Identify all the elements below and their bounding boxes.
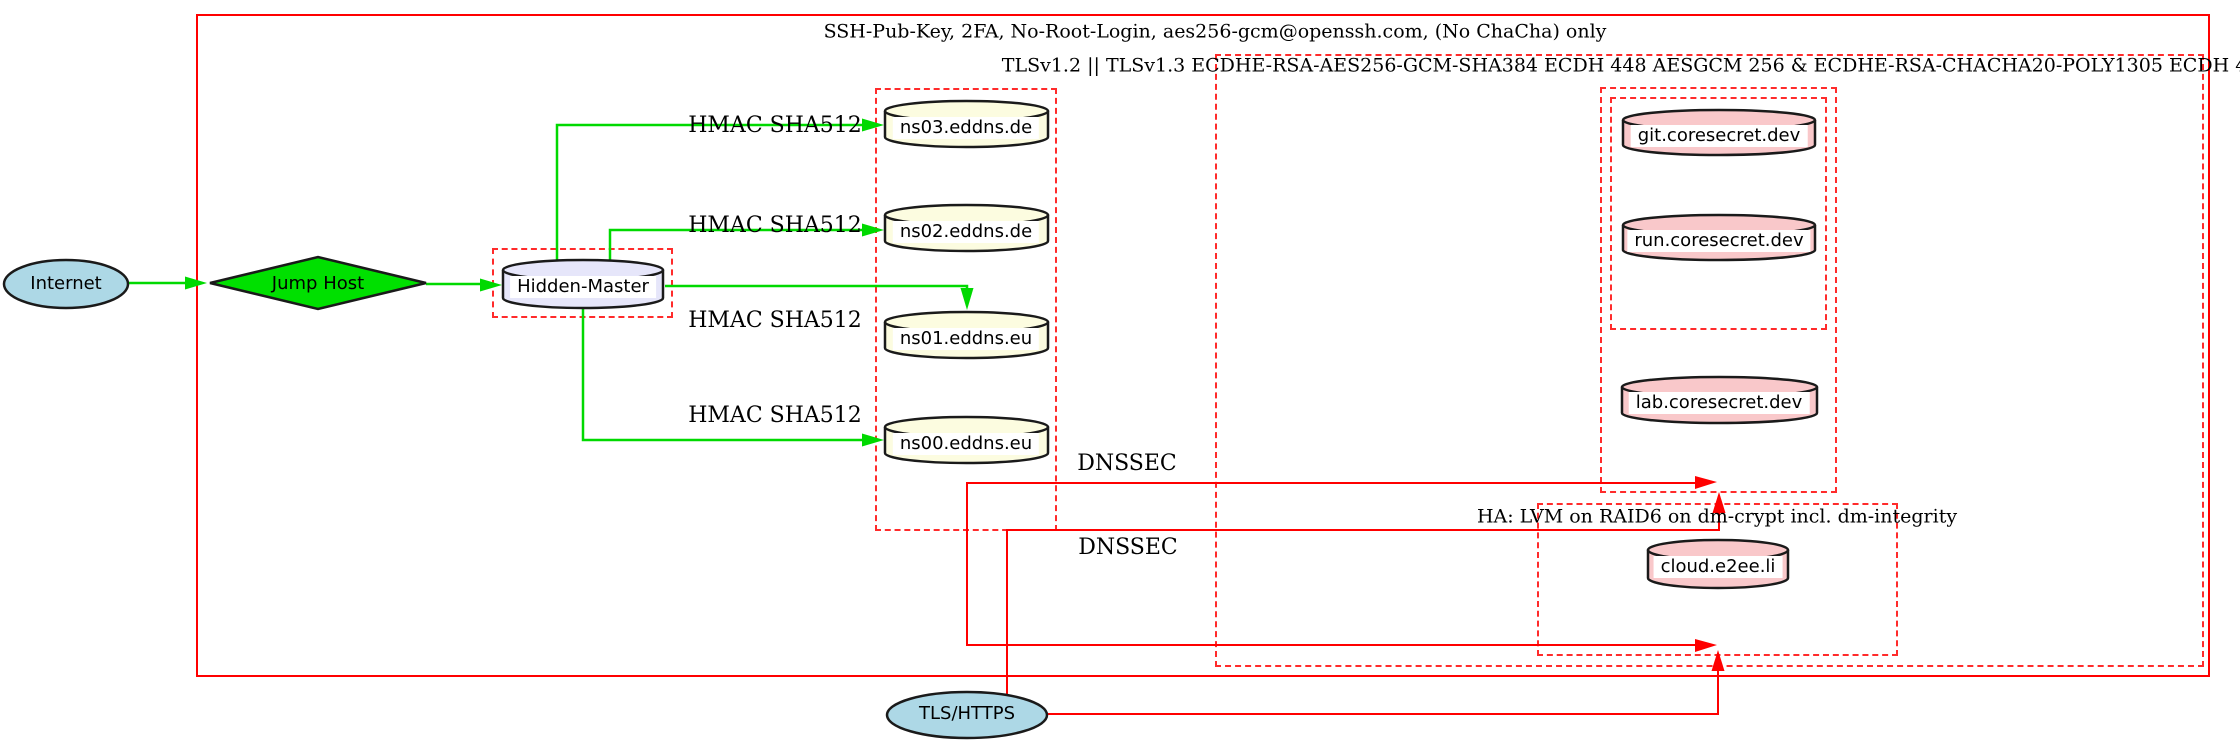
edge-hiddenmaster-ns00 [581,306,862,442]
edge-hiddenmaster-ns02 [608,228,862,262]
arrowhead-hiddenmaster [480,278,502,292]
cluster-tls-box [1215,54,2204,667]
edge-label-hmac-ns01: HMAC SHA512 [688,308,862,333]
node-ns00-label: ns00.eddns.eu [892,433,1040,455]
edge-tlshttps-cloud [1047,666,1719,715]
cluster-coresecret-box [1600,87,1837,493]
edge-label-hmac-ns00: HMAC SHA512 [688,403,862,428]
node-ns01-label: ns01.eddns.eu [892,328,1040,350]
node-lab-label: lab.coresecret.dev [1628,392,1810,414]
arrowhead-coresecret-up [1712,492,1726,513]
node-jumphost-diamond [209,255,427,311]
node-internet-ellipse [2,258,130,310]
edge-nameservers-dnssec [966,482,1697,646]
cluster-ssh-box [196,14,2210,677]
node-jumphost-label: Jump Host [271,273,365,294]
node-cloud-label: cloud.e2ee.li [1653,556,1783,578]
edge-label-hmac-ns03: HMAC SHA512 [688,113,862,138]
edge-label-dnssec-1: DNSSEC [1077,451,1177,476]
node-tlshttps-ellipse [885,690,1049,740]
arrowhead-cloud-up [1711,650,1725,671]
edge-hiddenmaster-ns03 [555,123,862,262]
edge-hiddenmaster-ns01 [665,284,969,288]
cluster-git-run-box [1610,97,1827,330]
cluster-ssh-label: SSH-Pub-Key, 2FA, No-Root-Login, aes256-… [823,20,1607,43]
node-hiddenmaster-label: Hidden-Master [510,276,656,298]
arrowhead-ns02 [862,223,884,237]
edge-label-dnssec-2: DNSSEC [1078,535,1178,560]
edge-tlshttps-coresecret [1006,511,1720,694]
arrowhead-ns03 [862,118,884,132]
node-run-label: run.coresecret.dev [1627,230,1811,252]
cluster-ha-label: HA: LVM on RAID6 on dm-crypt incl. dm-in… [1476,505,1958,528]
edge-label-hmac-ns02: HMAC SHA512 [688,213,862,238]
node-tlshttps-label: TLS/HTTPS [918,703,1016,724]
arrowhead-jumphost [185,276,207,290]
arrowhead-cloud-right [1695,639,1717,652]
arrowhead-ns01 [960,288,974,310]
arrowhead-coresecret-right [1695,476,1717,489]
cluster-tls-label: TLSv1.2 || TLSv1.3 ECDHE-RSA-AES256-GCM-… [1001,54,2240,77]
node-internet-label: Internet [30,273,102,294]
arrowhead-ns00 [862,433,884,447]
node-ns02-label: ns02.eddns.de [892,221,1040,243]
node-git-label: git.coresecret.dev [1630,125,1808,147]
node-ns03-label: ns03.eddns.de [892,117,1040,139]
